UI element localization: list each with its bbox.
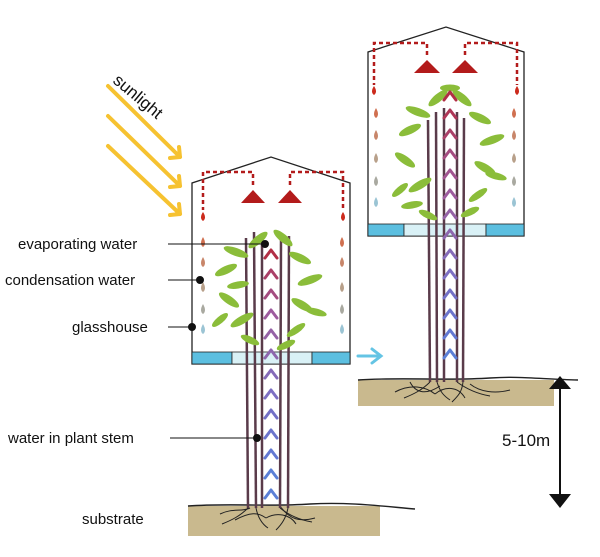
glasshouse-small	[191, 156, 351, 365]
glasshouse-large	[367, 26, 525, 237]
water-flow-arrows-large	[442, 90, 458, 360]
evaporating-water-label: evaporating water	[18, 236, 137, 253]
droplets-large	[372, 86, 519, 207]
roots-large	[403, 381, 491, 403]
roots-small	[221, 507, 313, 531]
water-in-plant-stem-label: water in plant stem	[7, 430, 134, 447]
glasshouse-label: glasshouse	[72, 319, 148, 336]
height-range-label: 5-10m	[502, 431, 550, 450]
leader-lines	[168, 240, 269, 442]
transition-arrow	[356, 347, 384, 365]
stems-small	[244, 231, 291, 509]
substrate-label: substrate	[82, 511, 144, 528]
water-flow-arrows-small	[263, 248, 279, 500]
substrate-large	[357, 376, 579, 406]
bamboo-foliage-large	[392, 84, 507, 221]
height-dimension-arrow	[549, 376, 571, 508]
sunlight-rays	[106, 84, 182, 217]
condensation-water-label: condensation water	[5, 272, 135, 289]
